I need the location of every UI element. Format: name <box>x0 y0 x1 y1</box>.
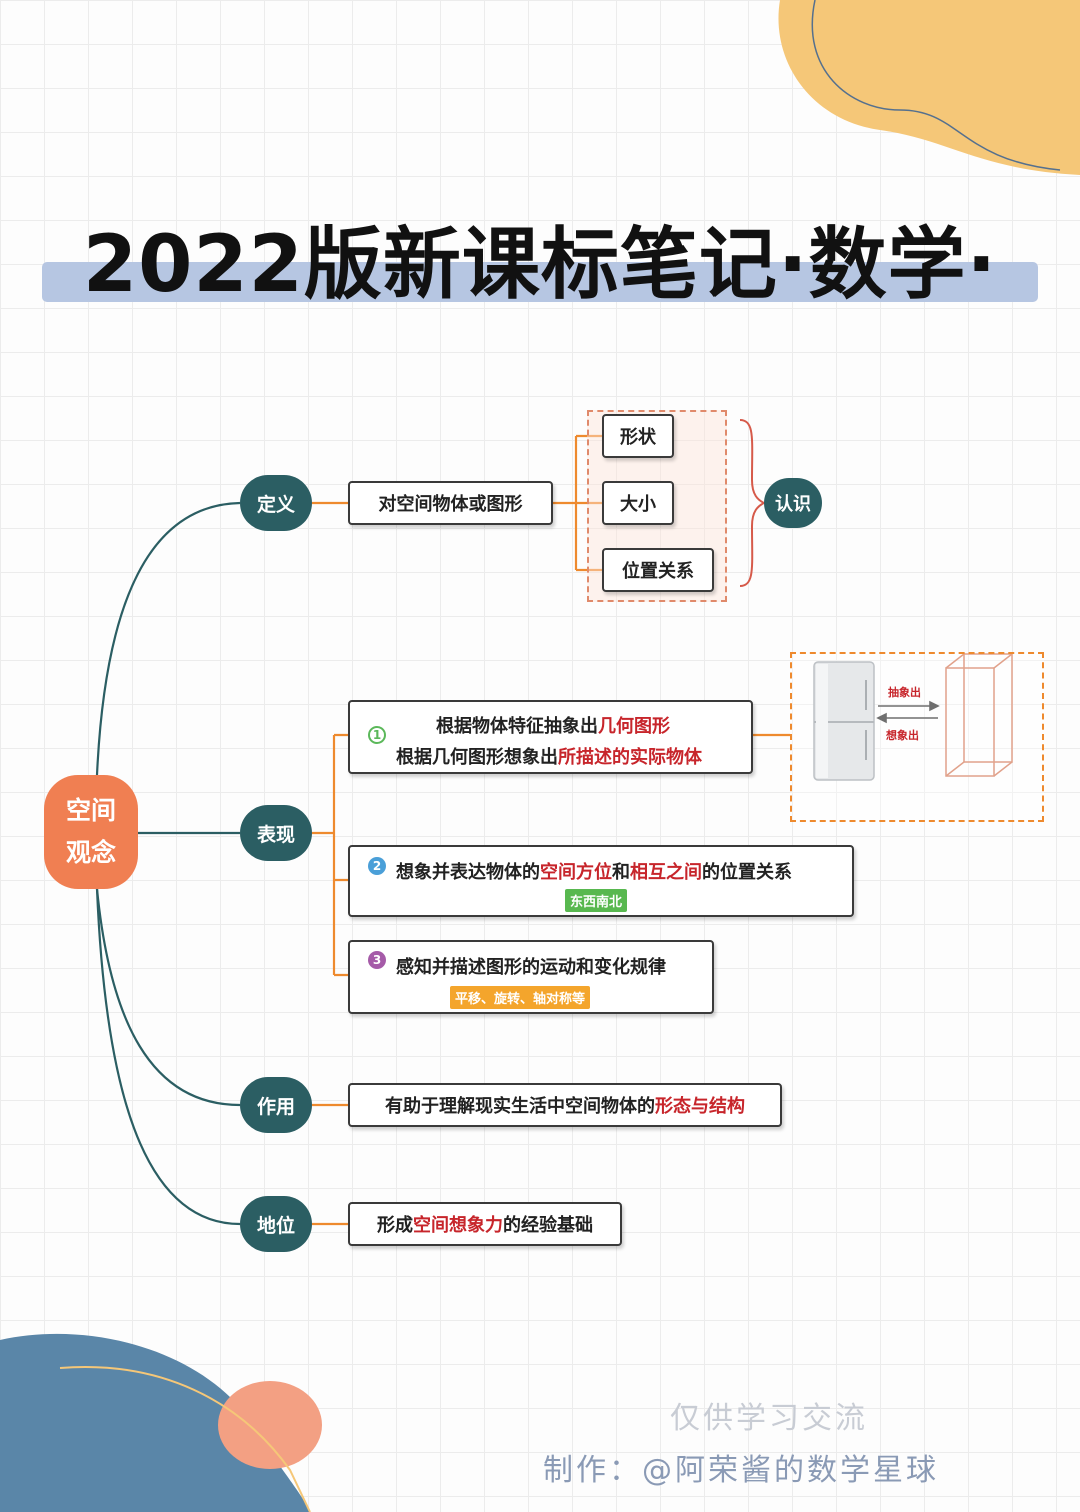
arrow-imagine-label: 想象出 <box>886 729 919 742</box>
branch-definition: 定义 <box>240 475 312 531</box>
performance-item-2: 2 想象并表达物体的空间方位和相互之间的位置关系 东西南北 <box>348 845 854 917</box>
performance-item-3-text: 感知并描述图形的运动和变化规律 <box>396 957 666 978</box>
definition-box: 对空间物体或图形 <box>348 481 553 525</box>
number-3-icon: 3 <box>368 951 386 969</box>
role-box: 有助于理解现实生活中空间物体的形态与结构 <box>348 1083 782 1127</box>
cuboid-image <box>945 653 1013 777</box>
item1-line1-highlight: 几何图形 <box>598 716 670 737</box>
status-box: 形成空间想象力的经验基础 <box>348 1202 622 1246</box>
motion-badge: 平移、旋转、轴对称等 <box>450 986 591 1009</box>
illustration-frame <box>790 652 1044 822</box>
status-text-post: 的经验基础 <box>503 1215 593 1236</box>
item1-line2-text: 根据几何图形想象出 <box>396 747 558 768</box>
branch-status: 地位 <box>240 1196 312 1252</box>
arrow-abstract-label: 抽象出 <box>888 686 921 699</box>
connector-def-items <box>553 434 602 572</box>
status-highlight: 空间想象力 <box>413 1215 503 1236</box>
item1-line1-text: 根据物体特征抽象出 <box>436 716 598 737</box>
curve-role <box>95 888 241 1107</box>
decor-line-top <box>811 0 1061 171</box>
footer-credit: 制作：@阿荣酱的数学星球 <box>543 1453 939 1488</box>
role-highlight: 形态与结构 <box>655 1096 745 1117</box>
branch-role: 作用 <box>240 1077 312 1133</box>
item2-text-post: 的位置关系 <box>702 862 792 883</box>
definition-item-position: 位置关系 <box>602 548 714 592</box>
brace-right <box>739 419 767 587</box>
number-1-icon: 1 <box>368 726 386 744</box>
decor-blob-peach <box>218 1381 322 1469</box>
definition-item-shape: 形状 <box>602 414 674 458</box>
fridge-image <box>813 661 875 781</box>
root-line1: 空间 <box>65 796 116 825</box>
root-node: 空间 观念 <box>44 775 138 889</box>
definition-item-size: 大小 <box>602 481 674 525</box>
page-title: 2022版新课标笔记·数学· <box>82 220 998 310</box>
performance-item-1-line2: 根据几何图形想象出所描述的实际物体 <box>396 743 702 769</box>
direction-badge: 东西南北 <box>565 889 628 912</box>
performance-item-1: 1 根据物体特征抽象出几何图形 根据几何图形想象出所描述的实际物体 <box>348 700 753 774</box>
definition-conclusion: 认识 <box>764 478 822 528</box>
role-text: 有助于理解现实生活中空间物体的 <box>385 1096 655 1117</box>
number-2-icon: 2 <box>368 857 386 875</box>
decor-blob-top <box>778 0 1080 175</box>
item2-text-mid: 和 <box>612 862 630 883</box>
curve-definition <box>95 501 241 776</box>
performance-item-1-line1: 根据物体特征抽象出几何图形 <box>436 712 670 738</box>
root-line2: 观念 <box>65 838 116 867</box>
item2-text-pre: 想象并表达物体的 <box>396 862 540 883</box>
item2-highlight-1: 空间方位 <box>540 862 612 883</box>
item1-line2-highlight: 所描述的实际物体 <box>558 747 702 768</box>
title-underline <box>42 262 1038 302</box>
performance-item-3: 3 感知并描述图形的运动和变化规律 平移、旋转、轴对称等 <box>348 940 714 1014</box>
footer-disclaimer: 仅供学习交流 <box>670 1401 868 1436</box>
status-text-pre: 形成 <box>377 1215 413 1236</box>
decor-line-bottom <box>59 1366 311 1512</box>
item2-highlight-2: 相互之间 <box>630 862 702 883</box>
performance-item-2-text: 想象并表达物体的空间方位和相互之间的位置关系 <box>396 858 792 884</box>
decor-blob-bottom <box>0 1333 310 1512</box>
curve-status <box>95 888 241 1226</box>
connector-perf-spine <box>312 733 348 977</box>
branch-performance: 表现 <box>240 805 312 861</box>
